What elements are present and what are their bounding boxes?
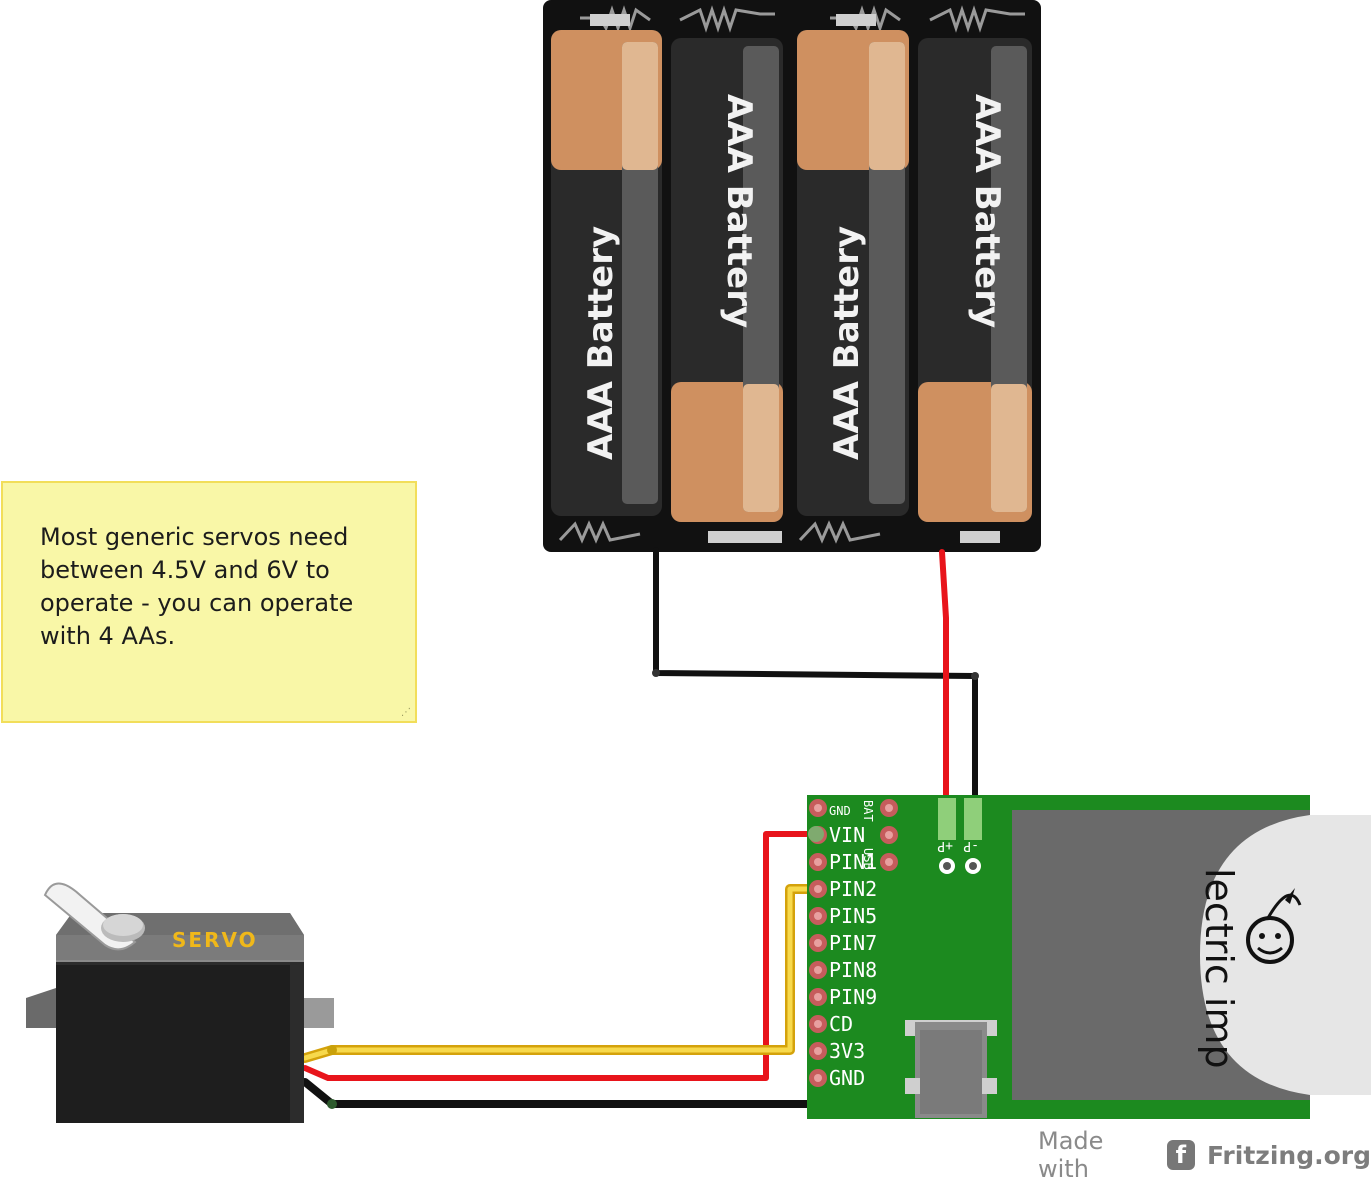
pin-label: 3V3 (829, 1039, 865, 1063)
imp-breakout-board: lectric imp BAT USB +P -P GND VIN PIN1PIN2… (807, 795, 1371, 1119)
note-text: Most generic servos need between 4.5V an… (40, 523, 354, 650)
pin-pad-hole (814, 1074, 822, 1082)
pin-label: PIN1 (829, 850, 877, 874)
electric-imp-logo: lectric imp (1197, 868, 1302, 1069)
pin-label: VIN (829, 823, 865, 847)
fritzing-logo-icon: f (1166, 1140, 1195, 1170)
pin-label: PIN2 (829, 877, 877, 901)
battery-cell-3: AAA Battery (797, 30, 909, 516)
pin-label: CD (829, 1012, 853, 1036)
pin-pad-hole (814, 966, 822, 974)
imp-logo-text: lectric imp (1197, 868, 1241, 1069)
wires (300, 547, 979, 1109)
red-wire-battery (939, 549, 949, 808)
minus-p-label: -P (963, 838, 979, 853)
battery-cell-2: AAA Battery (671, 38, 783, 522)
battery-cell-label: AAA Battery (581, 226, 621, 460)
red-wire-servo (302, 831, 819, 1081)
yellow-wire-servo (300, 884, 823, 1063)
battery-cell-label: AAA Battery (719, 94, 759, 328)
black-wire-battery (653, 547, 978, 808)
fritzing-brand: Fritzing.org (1206, 1140, 1371, 1170)
plus-p-label: +P (937, 838, 953, 853)
servo-label: SERVO (172, 928, 258, 952)
battery-cell-label: AAA Battery (827, 226, 867, 460)
pin-pad-hole (814, 912, 822, 920)
pin-label: PIN8 (829, 958, 877, 982)
fritzing-footer: Made with f Fritzing.org (1038, 1127, 1371, 1183)
black-wire-servo (301, 1078, 822, 1108)
pin-label: PIN7 (829, 931, 877, 955)
bat-label: BAT (861, 800, 875, 822)
battery-cell-4: AAA Battery (918, 38, 1032, 522)
usb-label: USB (861, 848, 875, 870)
pin-label: GND (829, 804, 851, 818)
servo-motor: SERVO (26, 882, 334, 1123)
battery-cell-label: AAA Battery (967, 94, 1007, 328)
pin-pad-hole (814, 993, 822, 1001)
vin-wire-end (808, 826, 824, 842)
pin-label: GND (829, 1066, 865, 1090)
battery-pack: AAA Battery AAA Battery AAA Battery AAA … (543, 0, 1041, 552)
pin-label: PIN5 (829, 904, 877, 928)
battery-cell-1: AAA Battery (551, 30, 662, 516)
pin-pad-hole (814, 1020, 822, 1028)
pin-pad-hole (814, 804, 822, 812)
pin-pad-hole (814, 858, 822, 866)
made-with-text: Made with (1038, 1127, 1104, 1183)
pin-pad-hole (814, 885, 822, 893)
pin-pad-hole (814, 939, 822, 947)
pin-label: PIN9 (829, 985, 877, 1009)
resize-grip-icon[interactable]: ⋰ (401, 707, 411, 718)
sticky-note[interactable]: Most generic servos need between 4.5V an… (1, 481, 417, 723)
pin-pad-hole (814, 1047, 822, 1055)
